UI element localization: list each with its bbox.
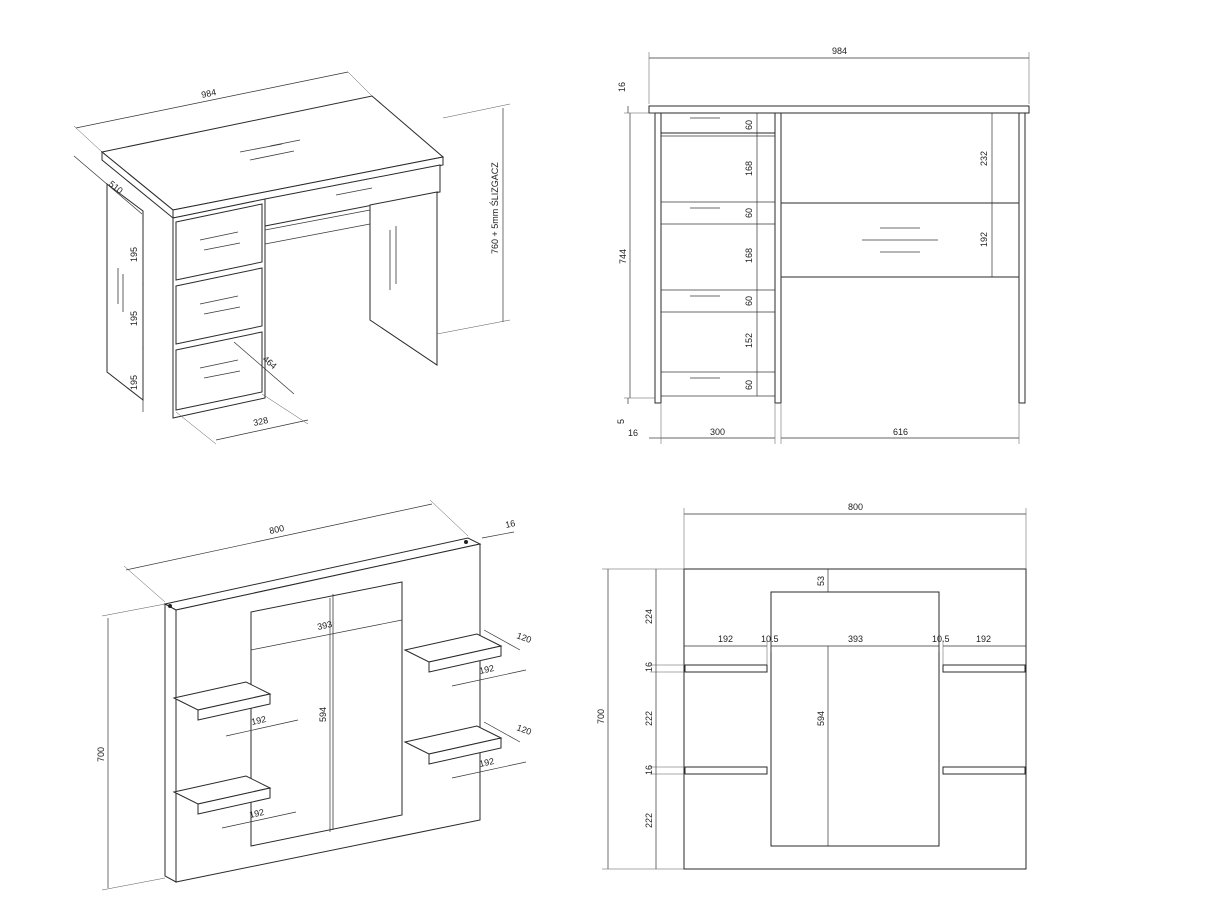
desk-front-left-side [654,112,662,404]
panel-iso-shelf-depth-a: 120 [515,630,533,645]
panel-front-gap-right: 10.5 [932,634,950,644]
panel-front-mirror [770,591,940,847]
desk-front-top-thickness-label: 16 [617,82,627,92]
desk-top-side-edge [172,156,444,219]
desk-front-right-192: 192 [979,232,989,247]
panel-iso-shelf-w3: 192 [478,663,495,676]
desk-iso-width-dim [75,71,349,129]
desk-iso-drawer-h1-label: 195 [129,247,139,262]
panel-front-view: 800 700 53 192 10.5 393 10.5 192 224 16 … [596,502,1027,870]
panel-front-shelf-lb [684,766,768,775]
desk-isometric-view: 984 510 760 + 5mm ŚLIZGACZ 195 195 195 3… [73,71,511,445]
panel-mirror [250,581,403,847]
desk-front-open-width-label: 616 [893,427,908,437]
panel-iso-height-label: 700 [96,747,106,762]
panel-front-gap-left: 10.5 [761,634,779,644]
desk-iso-drawer-width-dim [215,419,309,441]
panel-front-mirror-height: 594 [816,711,826,726]
desk-left-side-panel [106,183,144,402]
desk-front-right-232: 232 [979,151,989,166]
panel-front-shelf-t1: 16 [644,662,654,672]
desk-iso-height-label: 760 + 5mm ŚLIZGACZ [489,162,500,254]
desk-front-space-152: 152 [744,333,754,348]
panel-iso-shelf-w4: 192 [478,756,495,769]
desk-iso-drawer-h2-label: 195 [129,311,139,326]
desk-drawer-3 [175,331,263,411]
panel-front-shelf-right-w: 192 [976,634,991,644]
desk-front-view: 984 16 744 5 16 300 616 60 168 60 168 60… [616,46,1030,444]
desk-iso-drawer-width-label: 328 [252,415,269,428]
panel-iso-shelf-w2: 192 [248,807,265,820]
panel-side-edge [164,603,177,883]
panel-front-shelf-t2: 16 [644,765,654,775]
desk-drawer-2 [175,267,263,345]
desk-iso-drawer-depth-dim [233,341,295,395]
desk-front-space-168b: 168 [744,248,754,263]
panel-iso-shelf-depth-b: 120 [515,722,533,737]
panel-front-width-label: 800 [848,502,863,512]
panel-iso-mirror-width-dim [250,619,403,651]
panel-front-shelf-lt [684,664,768,673]
desk-front-drawer-60c: 60 [744,296,754,306]
panel-front-shelf-rt [942,664,1026,673]
desk-front-top [648,105,1030,114]
desk-front-height-label: 744 [618,249,628,264]
desk-front-drawer-60b: 60 [744,208,754,218]
panel-iso-mirror-width-label: 393 [316,619,333,632]
panel-front-shelf-left-w: 192 [718,634,733,644]
desk-front-center-side [774,112,782,404]
panel-iso-width-label: 800 [268,523,285,536]
panel-front-mirror-width: 393 [848,634,863,644]
panel-front-mid-222: 222 [644,711,654,726]
desk-front-cabinet-width-label: 300 [710,427,725,437]
desk-front-right-leg [1018,112,1026,404]
desk-front-drawer-60d: 60 [744,380,754,390]
panel-iso-shelf-w1: 192 [250,714,267,727]
panel-iso-mirror-height-label: 594 [318,707,328,722]
panel-iso-depth-label: 16 [504,518,516,530]
panel-front-top-224: 224 [644,609,654,624]
panel-front-top-gap: 53 [816,576,826,586]
desk-iso-depth-dim [73,155,143,215]
desk-iso-width-label: 984 [200,87,217,100]
panel-iso-width-dim [125,503,433,571]
panel-front-shelf-rb [942,766,1026,775]
desk-drawer-1 [175,203,263,281]
panel-front-bot-222: 222 [644,813,654,828]
panel-isometric-view: 800 16 700 393 594 120 120 192 192 192 1… [96,499,533,891]
desk-front-drawer-60a: 60 [744,120,754,130]
desk-front-side-label: 16 [628,428,638,438]
desk-front-width-label: 984 [832,46,847,56]
panel-front-height-label: 700 [596,709,606,724]
desk-front-space-168a: 168 [744,161,754,176]
desk-iso-drawer-h3-label: 195 [129,375,139,390]
desk-right-leg [369,191,438,366]
desk-front-glide-label: 5 [616,419,626,424]
